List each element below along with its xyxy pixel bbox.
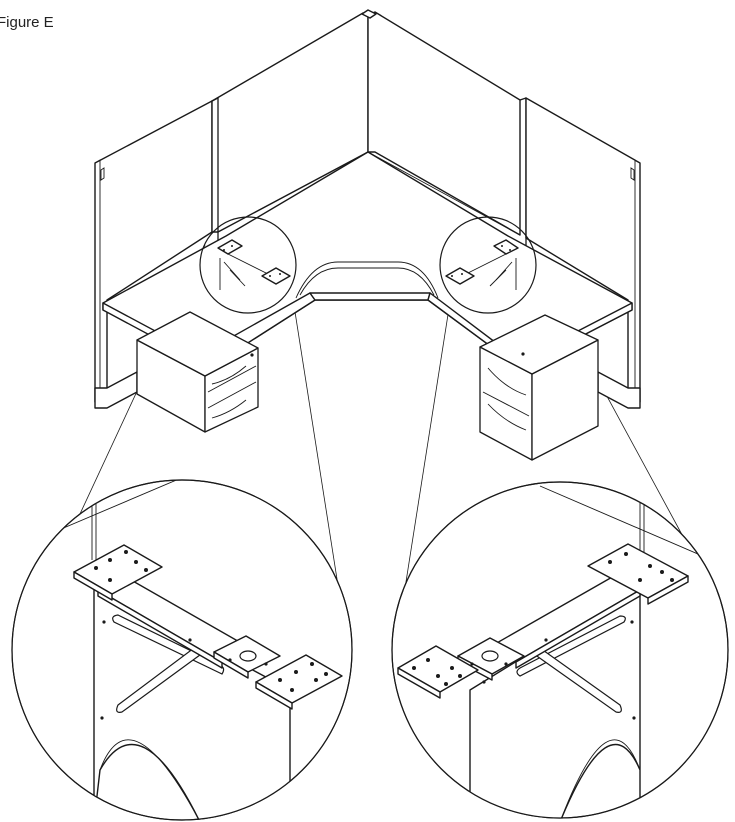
left-bracket-detail-view	[11, 479, 353, 821]
right-bracket-detail-view	[391, 481, 729, 819]
figure-label: Figure E	[0, 14, 54, 31]
right-detail-circle	[439, 216, 537, 314]
right-pedestal	[479, 314, 599, 461]
left-detail-circle	[199, 216, 297, 314]
cubicle-workstation	[94, 9, 641, 461]
left-pedestal	[136, 311, 259, 433]
